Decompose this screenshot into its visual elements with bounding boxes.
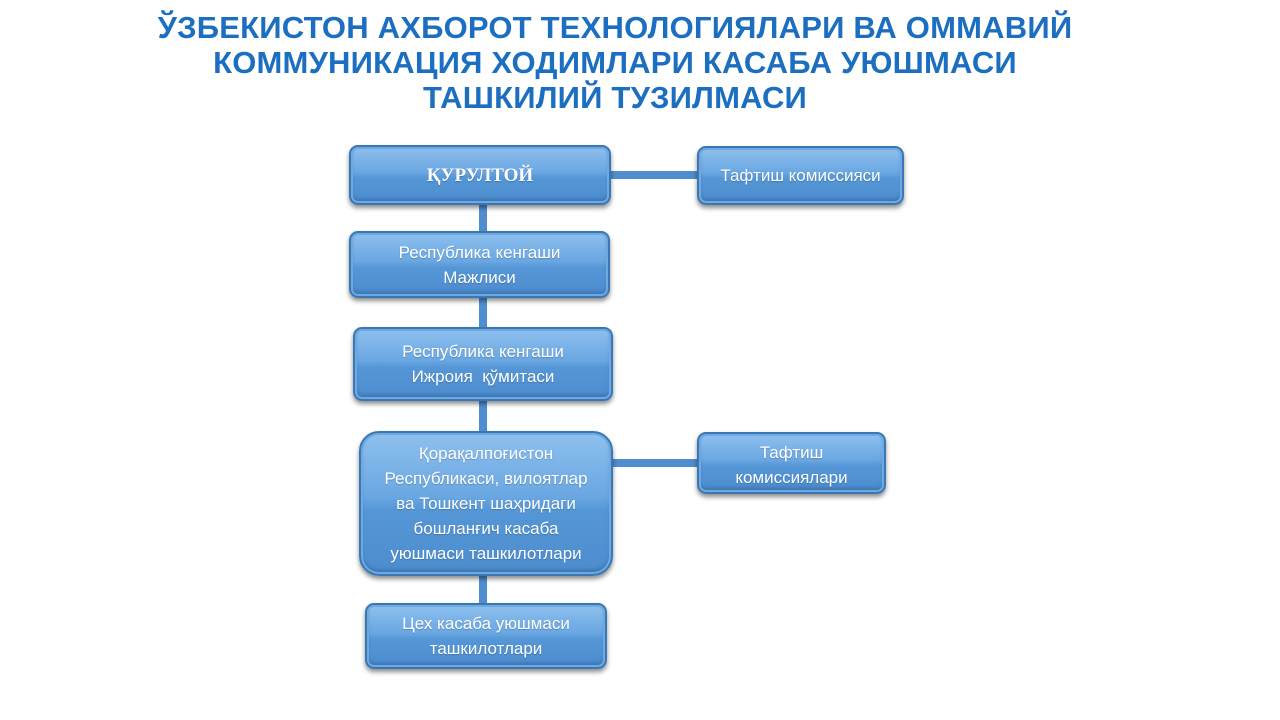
title-line: ЎЗБЕКИСТОН АХБОРОТ ТЕХНОЛОГИЯЛАРИ ВА ОММ… bbox=[157, 10, 1073, 45]
connector-vertical-4 bbox=[479, 576, 487, 604]
node-regional-organizations: Қорақалпоғистон Республикаси, вилоятлар … bbox=[359, 431, 613, 576]
node-label: Республика кенгаши bbox=[402, 342, 564, 361]
node-label: бошланғич касаба bbox=[413, 519, 559, 538]
connector-vertical-2 bbox=[479, 298, 487, 328]
page-title: ЎЗБЕКИСТОН АХБОРОТ ТЕХНОЛОГИЯЛАРИ ВА ОММ… bbox=[140, 10, 1090, 115]
node-label: Цех касаба уюшмаси bbox=[402, 614, 570, 633]
node-workshop-organizations: Цех касаба уюшмаси ташкилотлари bbox=[365, 603, 607, 669]
node-label: Тафтиш bbox=[759, 443, 824, 462]
connector-horizontal-2 bbox=[612, 459, 699, 467]
title-line: КОММУНИКАЦИЯ ХОДИМЛАРИ КАСАБА УЮШМАСИ bbox=[213, 45, 1017, 80]
node-label: ҚУРУЛТОЙ bbox=[426, 164, 534, 186]
node-label: Мажлиси bbox=[443, 267, 516, 287]
node-label: Тафтиш комиссияси bbox=[720, 166, 881, 185]
node-label: ва Тошкент шаҳридаги bbox=[396, 494, 576, 513]
node-label: уюшмаси ташкилотлари bbox=[390, 544, 582, 563]
node-audit-commissions: Тафтиш комиссиялари bbox=[697, 432, 886, 494]
node-audit-commission: Тафтиш комиссияси bbox=[697, 146, 904, 205]
node-label: Республика кенгаши bbox=[398, 242, 561, 262]
node-label: Қорақалпоғистон bbox=[418, 444, 554, 463]
node-label: комиссиялари bbox=[735, 468, 848, 487]
node-kurultoy: ҚУРУЛТОЙ bbox=[349, 145, 611, 205]
node-label: ташкилотлари bbox=[429, 639, 543, 658]
node-label: Республикаси, вилоятлар bbox=[384, 469, 588, 488]
connector-horizontal-1 bbox=[610, 171, 699, 179]
node-label: Ижроия қўмитаси bbox=[411, 367, 555, 386]
title-line: ТАШКИЛИЙ ТУЗИЛМАСИ bbox=[422, 80, 808, 115]
connector-vertical-3 bbox=[479, 401, 487, 432]
connector-vertical-1 bbox=[479, 205, 487, 233]
